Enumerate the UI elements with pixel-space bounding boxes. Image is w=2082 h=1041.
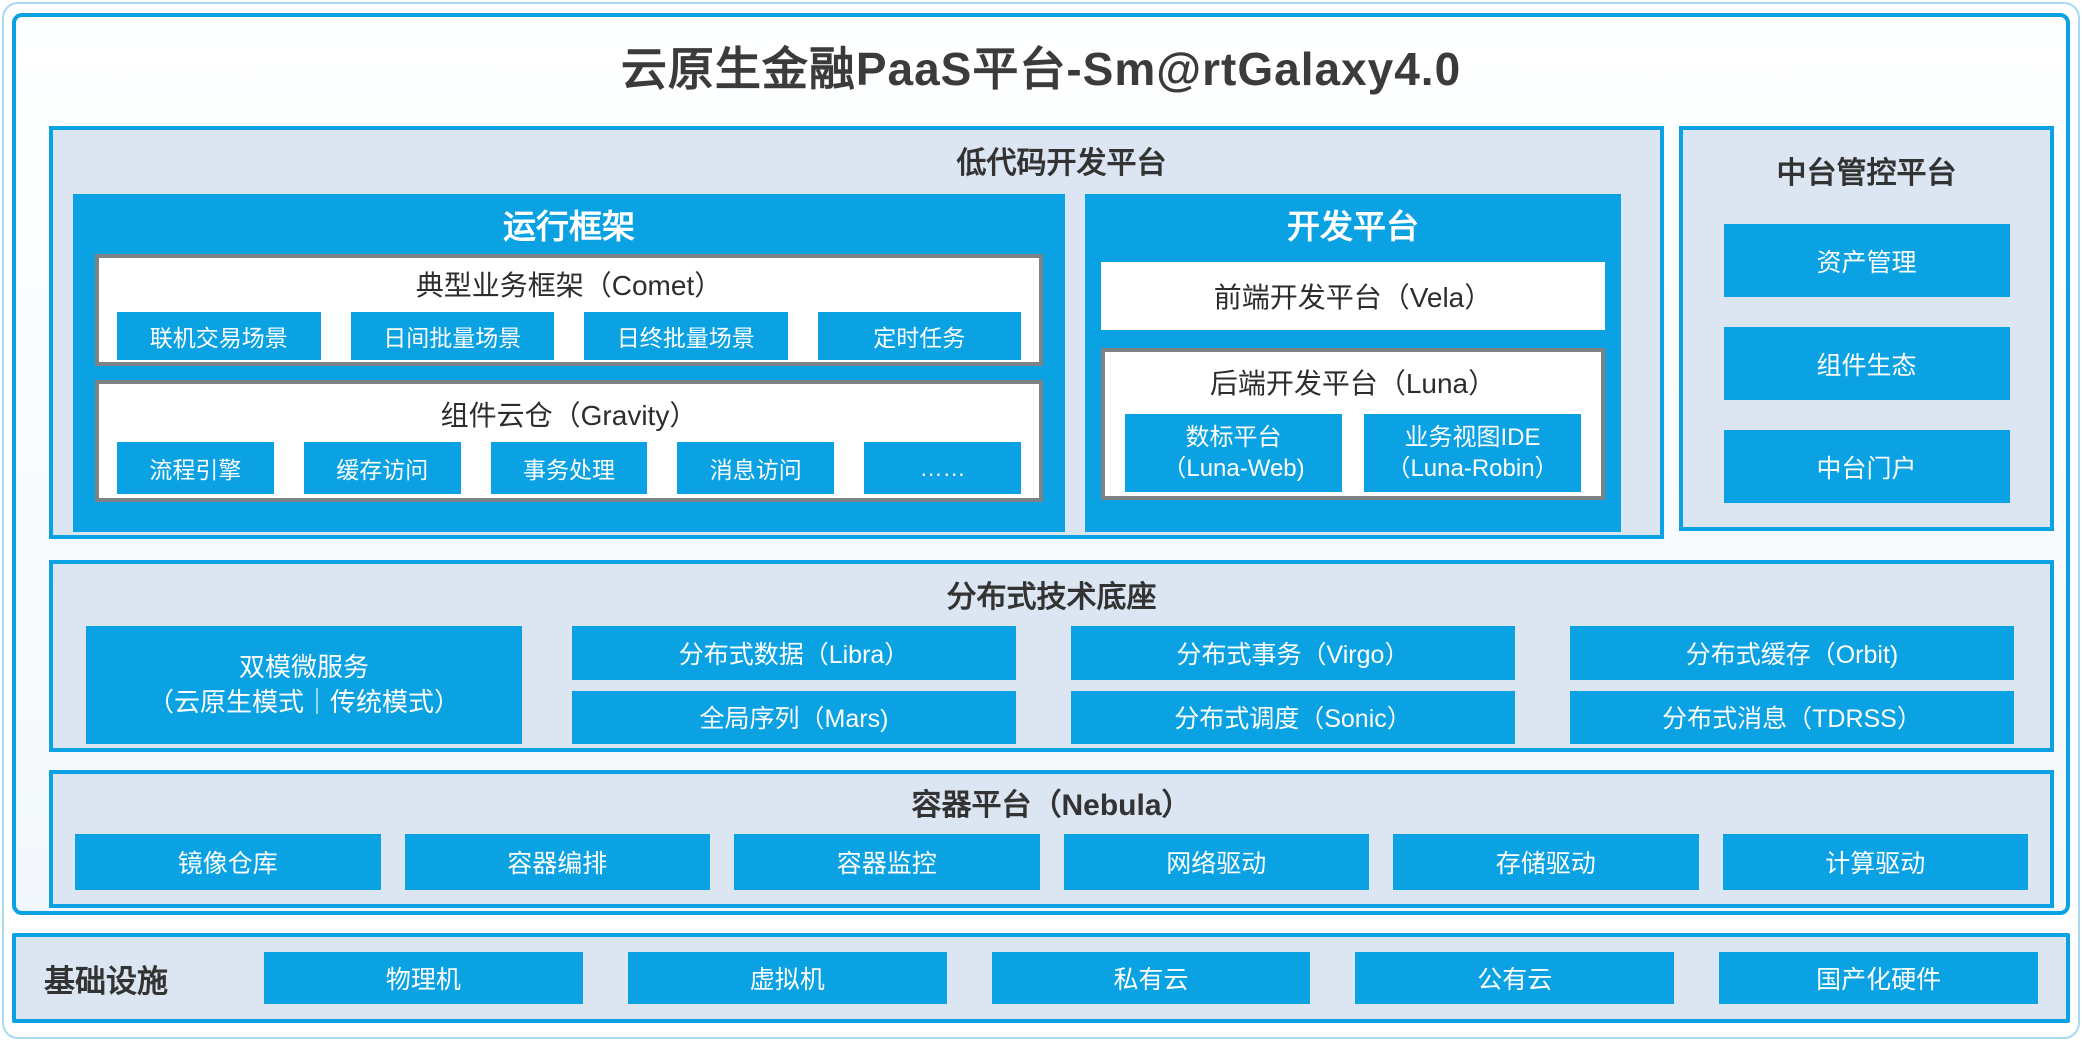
luna-item-line2: （Luna-Web) — [1162, 455, 1305, 482]
panel-mid-title: 中台管控平台 — [1776, 157, 1957, 190]
comet-item: 日终批量场景 — [584, 312, 788, 360]
distributed-cell: 分布式缓存（Orbit) — [1570, 626, 2014, 680]
luna-item-line1: 业务视图IDE — [1404, 423, 1541, 451]
infrastructure-title: 基础设施 — [44, 963, 168, 999]
platform-container: 云原生金融PaaS平台-Sm@rtGalaxy4.0 低代码开发平台 运行框架 … — [12, 13, 2070, 915]
panel-lowcode: 低代码开发平台 运行框架 典型业务框架（Comet） 联机交易场景 日间批量场景… — [49, 126, 1664, 539]
infrastructure-item: 虚拟机 — [627, 952, 947, 1004]
luna-item: 数标平台 （Luna-Web) — [1125, 414, 1342, 492]
distributed-cell: 分布式数据（Libra） — [572, 626, 1016, 680]
luna-chip-row: 数标平台 （Luna-Web) 业务视图IDE （Luna-Robin） — [1125, 414, 1581, 492]
infrastructure-item: 公有云 — [1355, 952, 1675, 1004]
distributed-grid: 分布式数据（Libra） 分布式事务（Virgo） 分布式缓存（Orbit) 全… — [572, 626, 2014, 744]
mid-platform-item: 中台门户 — [1723, 430, 2010, 503]
luna-item-line2: （Luna-Robin） — [1386, 455, 1559, 482]
comet-item: 日间批量场景 — [350, 312, 554, 360]
comet-chip-row: 联机交易场景 日间批量场景 日终批量场景 定时任务 — [117, 312, 1021, 360]
infrastructure-item: 国产化硬件 — [1719, 952, 2038, 1004]
panel-distributed-title: 分布式技术底座 — [946, 581, 1157, 614]
panel-container-title: 容器平台（Nebula） — [911, 789, 1192, 822]
mid-platform-item: 资产管理 — [1723, 224, 2010, 297]
distributed-content: 双模微服务 （云原生模式｜传统模式） 分布式数据（Libra） 分布式事务（Vi… — [86, 626, 2014, 744]
infrastructure-items: 物理机 虚拟机 私有云 公有云 国产化硬件 — [264, 952, 2038, 1004]
dual-mode-line2: （云原生模式｜传统模式） — [147, 687, 460, 717]
container-item: 容器编排 — [404, 834, 710, 890]
gravity-item: …… — [864, 442, 1021, 494]
panel-mid-platform: 中台管控平台 资产管理 组件生态 中台门户 — [1679, 126, 2054, 531]
comet-item: 定时任务 — [817, 312, 1021, 360]
panel-lowcode-title: 低代码开发平台 — [956, 147, 1167, 180]
infrastructure-item: 私有云 — [991, 952, 1311, 1004]
comet-item: 联机交易场景 — [117, 312, 321, 360]
panel-distributed: 分布式技术底座 双模微服务 （云原生模式｜传统模式） 分布式数据（Libra） … — [49, 560, 2054, 752]
mid-platform-items: 资产管理 组件生态 中台门户 — [1683, 224, 2050, 503]
container-item: 网络驱动 — [1063, 834, 1369, 890]
box-luna: 后端开发平台（Luna） 数标平台 （Luna-Web) 业务视图IDE （Lu… — [1101, 348, 1605, 500]
gravity-item: 事务处理 — [490, 442, 648, 494]
container-item: 容器监控 — [734, 834, 1040, 890]
box-vela: 前端开发平台（Vela） — [1101, 262, 1605, 330]
page-title: 云原生金融PaaS平台-Sm@rtGalaxy4.0 — [620, 43, 1462, 95]
section-runtime-framework: 运行框架 典型业务框架（Comet） 联机交易场景 日间批量场景 日终批量场景 … — [73, 194, 1065, 532]
container-platform-items: 镜像仓库 容器编排 容器监控 网络驱动 存储驱动 计算驱动 — [75, 834, 2028, 890]
distributed-cell: 分布式事务（Virgo） — [1071, 626, 1515, 680]
distributed-cell: 全局序列（Mars) — [572, 690, 1016, 744]
box-luna-title: 后端开发平台（Luna） — [1209, 368, 1497, 399]
luna-item-line1: 数标平台 — [1185, 423, 1282, 451]
panel-infrastructure: 基础设施 物理机 虚拟机 私有云 公有云 国产化硬件 — [12, 933, 2070, 1023]
section-dev-platform: 开发平台 前端开发平台（Vela） 后端开发平台（Luna） 数标平台 （Lun… — [1085, 194, 1621, 532]
mid-platform-item: 组件生态 — [1723, 327, 2010, 400]
distributed-cell: 分布式消息（TDRSS） — [1570, 690, 2014, 744]
gravity-item: 流程引擎 — [117, 442, 274, 494]
section-runtime-title: 运行框架 — [503, 208, 635, 245]
container-item: 镜像仓库 — [75, 834, 381, 890]
infrastructure-item: 物理机 — [264, 952, 583, 1004]
gravity-item: 消息访问 — [677, 442, 835, 494]
box-gravity-title: 组件云仓（Gravity） — [440, 400, 698, 431]
luna-item: 业务视图IDE （Luna-Robin） — [1364, 414, 1581, 492]
container-item: 存储驱动 — [1393, 834, 1699, 890]
gravity-item: 缓存访问 — [303, 442, 461, 494]
box-comet: 典型业务框架（Comet） 联机交易场景 日间批量场景 日终批量场景 定时任务 — [95, 254, 1043, 366]
container-item: 计算驱动 — [1722, 834, 2028, 890]
gravity-chip-row: 流程引擎 缓存访问 事务处理 消息访问 …… — [117, 442, 1021, 494]
box-vela-title: 前端开发平台（Vela） — [1213, 282, 1493, 313]
box-gravity: 组件云仓（Gravity） 流程引擎 缓存访问 事务处理 消息访问 …… — [95, 380, 1043, 502]
dual-mode-line1: 双模微服务 — [238, 651, 369, 682]
section-dev-title: 开发平台 — [1287, 208, 1419, 245]
distributed-cell: 分布式调度（Sonic） — [1071, 690, 1515, 744]
dual-mode-microservice-box: 双模微服务 （云原生模式｜传统模式） — [86, 626, 522, 744]
box-comet-title: 典型业务框架（Comet） — [415, 270, 723, 301]
panel-container-platform: 容器平台（Nebula） 镜像仓库 容器编排 容器监控 网络驱动 存储驱动 计算… — [49, 770, 2054, 908]
